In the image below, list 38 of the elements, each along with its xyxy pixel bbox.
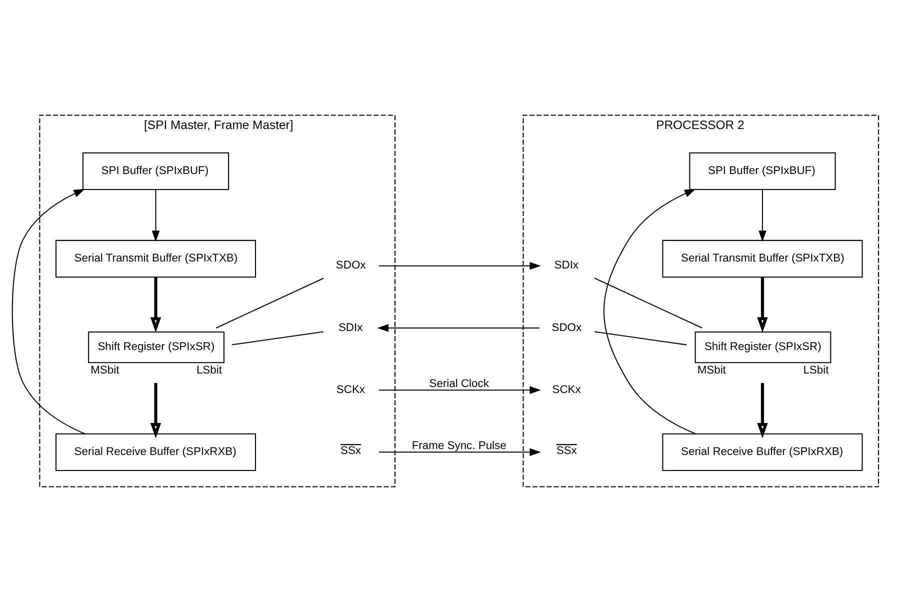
arrow	[378, 386, 541, 394]
node-label: MSbit	[90, 364, 120, 376]
node-text: SDIx	[554, 259, 579, 272]
node-box: Shift Register (SPIxSR)	[694, 331, 832, 363]
arrow	[378, 448, 541, 456]
node-text: SDIx	[338, 321, 363, 334]
arrow	[152, 189, 160, 242]
arrow	[757, 382, 768, 438]
connector	[594, 277, 702, 328]
edge-label: Frame Sync. Pulse	[412, 439, 506, 452]
arrow	[378, 261, 541, 270]
arrow	[757, 276, 768, 332]
arrow	[150, 382, 162, 438]
arrow	[150, 276, 162, 332]
connector	[216, 277, 324, 328]
node-box: Shift Register (SPIxSR)	[88, 331, 224, 363]
node-box: Serial Transmit Buffer (SPIxTXB)	[55, 239, 256, 278]
edge-label: Serial Clock	[429, 377, 489, 390]
node-text: SSx	[556, 444, 577, 457]
arrow	[603, 188, 696, 434]
node-text: SCKx	[336, 383, 366, 396]
node-text: SSx	[340, 444, 362, 457]
node-text: SDOx	[336, 259, 366, 272]
connector	[232, 330, 324, 345]
arrow	[758, 189, 766, 242]
arrow	[12, 188, 85, 434]
node-label: LSbit	[803, 364, 829, 376]
node-box: Serial Transmit Buffer (SPIxTXB)	[662, 239, 863, 278]
connector	[594, 330, 687, 345]
node-box: Serial Receive Buffer (SPIxRXB)	[662, 432, 863, 470]
arrow	[377, 324, 540, 332]
node-box: SPI Buffer (SPIxBUF)	[82, 152, 230, 190]
node-label: MSbit	[697, 364, 726, 376]
node-label: LSbit	[196, 364, 222, 376]
node-text: SDOx	[552, 321, 582, 334]
node-box: Serial Receive Buffer (SPIxRXB)	[55, 432, 256, 470]
node-box: SPI Buffer (SPIxBUF)	[689, 152, 836, 190]
node-text: SCKx	[552, 383, 581, 396]
